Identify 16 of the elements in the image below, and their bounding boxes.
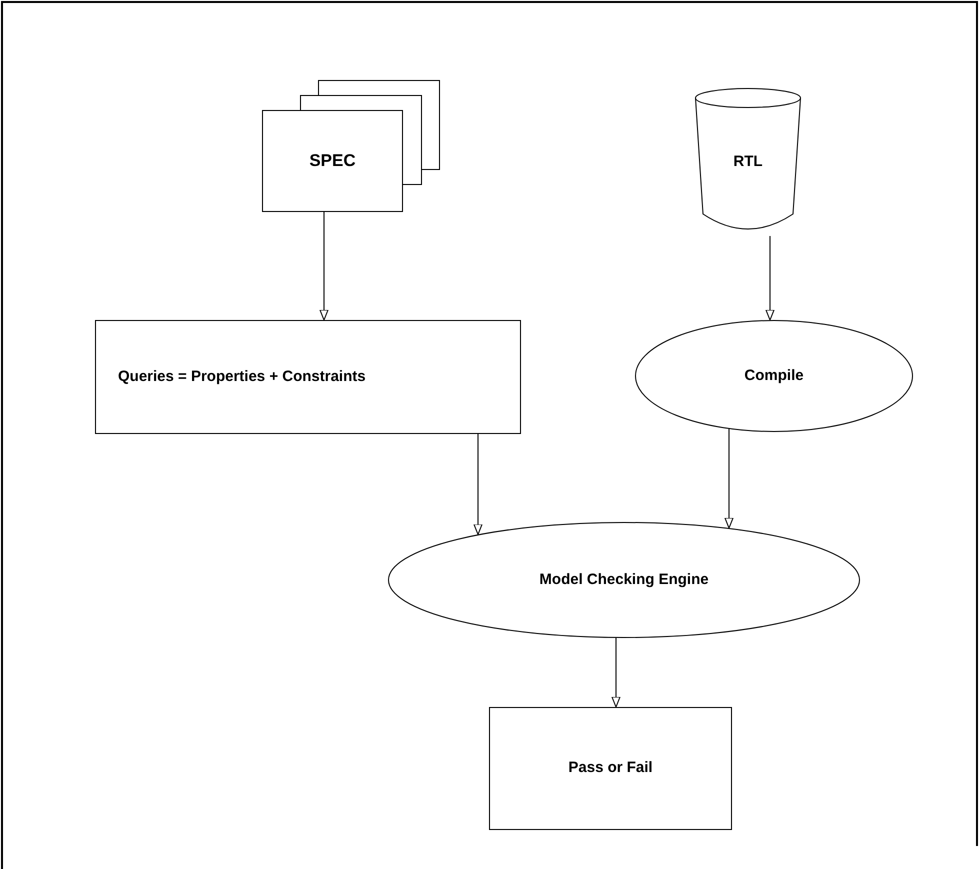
- node-label: Model Checking Engine: [539, 570, 709, 590]
- arrow: [320, 212, 328, 320]
- node-label: SPEC: [309, 150, 356, 172]
- result-box: [489, 707, 732, 830]
- node-label: Compile: [744, 366, 804, 386]
- arrow: [474, 434, 482, 535]
- process-ellipse: [388, 522, 860, 638]
- process-ellipse: [635, 320, 913, 432]
- node-label: Pass or Fail: [568, 758, 653, 778]
- document-stack: [262, 80, 441, 212]
- node-label: RTL: [733, 152, 763, 172]
- arrow: [724, 428, 734, 529]
- arrow: [612, 637, 620, 708]
- process-box: [95, 320, 521, 434]
- arrow: [766, 236, 774, 321]
- node-label: Queries = Properties + Constraints: [118, 366, 366, 387]
